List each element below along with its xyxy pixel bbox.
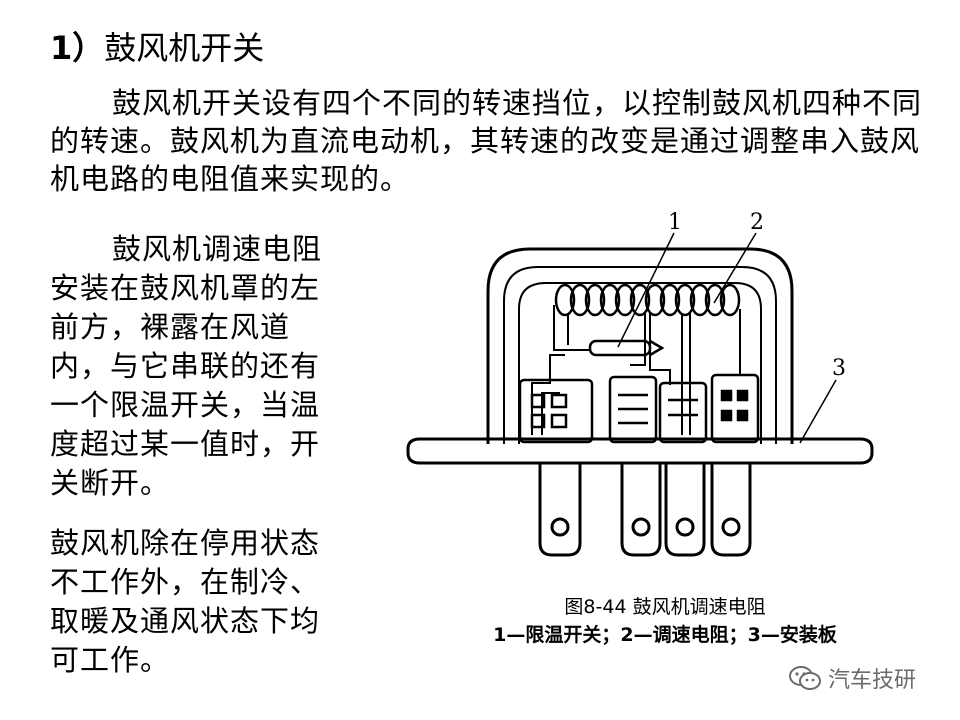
terminal-hole-1: [550, 517, 570, 537]
housing-outer: [486, 247, 794, 444]
terminal-hole-3: [675, 517, 695, 537]
watermark: 汽车技研: [788, 662, 916, 694]
resistor-coil: [554, 283, 741, 317]
blower-resistor-diagram: 1 2 3: [406, 210, 874, 557]
callout-2: 2: [750, 210, 764, 235]
intro-text: 鼓风机开关设有四个不同的转速挡位，以控制鼓风机四种不同的转速。鼓风机为直流电动机…: [50, 86, 923, 196]
clip-block-3: [658, 381, 708, 444]
heading-title: 鼓风机开关: [104, 29, 265, 67]
mounting-plate: [406, 437, 874, 465]
caption-legend: 1—限温开关；2—调速电阻；3—安装板: [493, 624, 837, 646]
heading-number: 1）: [50, 29, 105, 67]
callout-3: 3: [832, 356, 846, 381]
terminal-4: [710, 463, 752, 557]
left-paragraph-2: 鼓风机除在停用状态不工作外，在制冷、取暖及通风状态下均可工作。: [50, 524, 335, 680]
thermal-switch: [588, 339, 665, 357]
left-paragraph-1: 鼓风机调速电阻安装在鼓风机罩的左前方，裸露在风道内，与它串联的还有一个限温开关，…: [50, 230, 335, 503]
terminal-1: [538, 463, 582, 557]
clip-block-2: [608, 375, 658, 444]
clip-block-1: [518, 378, 594, 444]
terminal-hole-4: [721, 517, 741, 537]
watermark-text: 汽车技研: [828, 668, 917, 693]
terminal-hole-2: [631, 517, 651, 537]
terminal-2: [620, 463, 662, 557]
wechat-icon: [789, 666, 821, 690]
caption-title: 图8-44 鼓风机调速电阻: [564, 596, 766, 618]
housing-inner: [518, 282, 762, 444]
section-heading: 1）鼓风机开关: [50, 26, 264, 70]
callout-1: 1: [668, 210, 682, 235]
figure-caption: 图8-44 鼓风机调速电阻 1—限温开关；2—调速电阻；3—安装板: [400, 594, 930, 649]
left-paragraph-2-text: 鼓风机除在停用状态不工作外，在制冷、取暖及通风状态下均可工作。: [50, 526, 321, 677]
leader-lines: [617, 232, 837, 444]
terminal-3: [664, 463, 706, 557]
left-paragraph-1-text: 鼓风机调速电阻安装在鼓风机罩的左前方，裸露在风道内，与它串联的还有一个限温开关，…: [50, 232, 323, 500]
housing-mid: [503, 266, 777, 444]
intro-paragraph: 鼓风机开关设有四个不同的转速挡位，以控制鼓风机四种不同的转速。鼓风机为直流电动机…: [50, 84, 930, 198]
clip-block-4: [710, 373, 760, 444]
